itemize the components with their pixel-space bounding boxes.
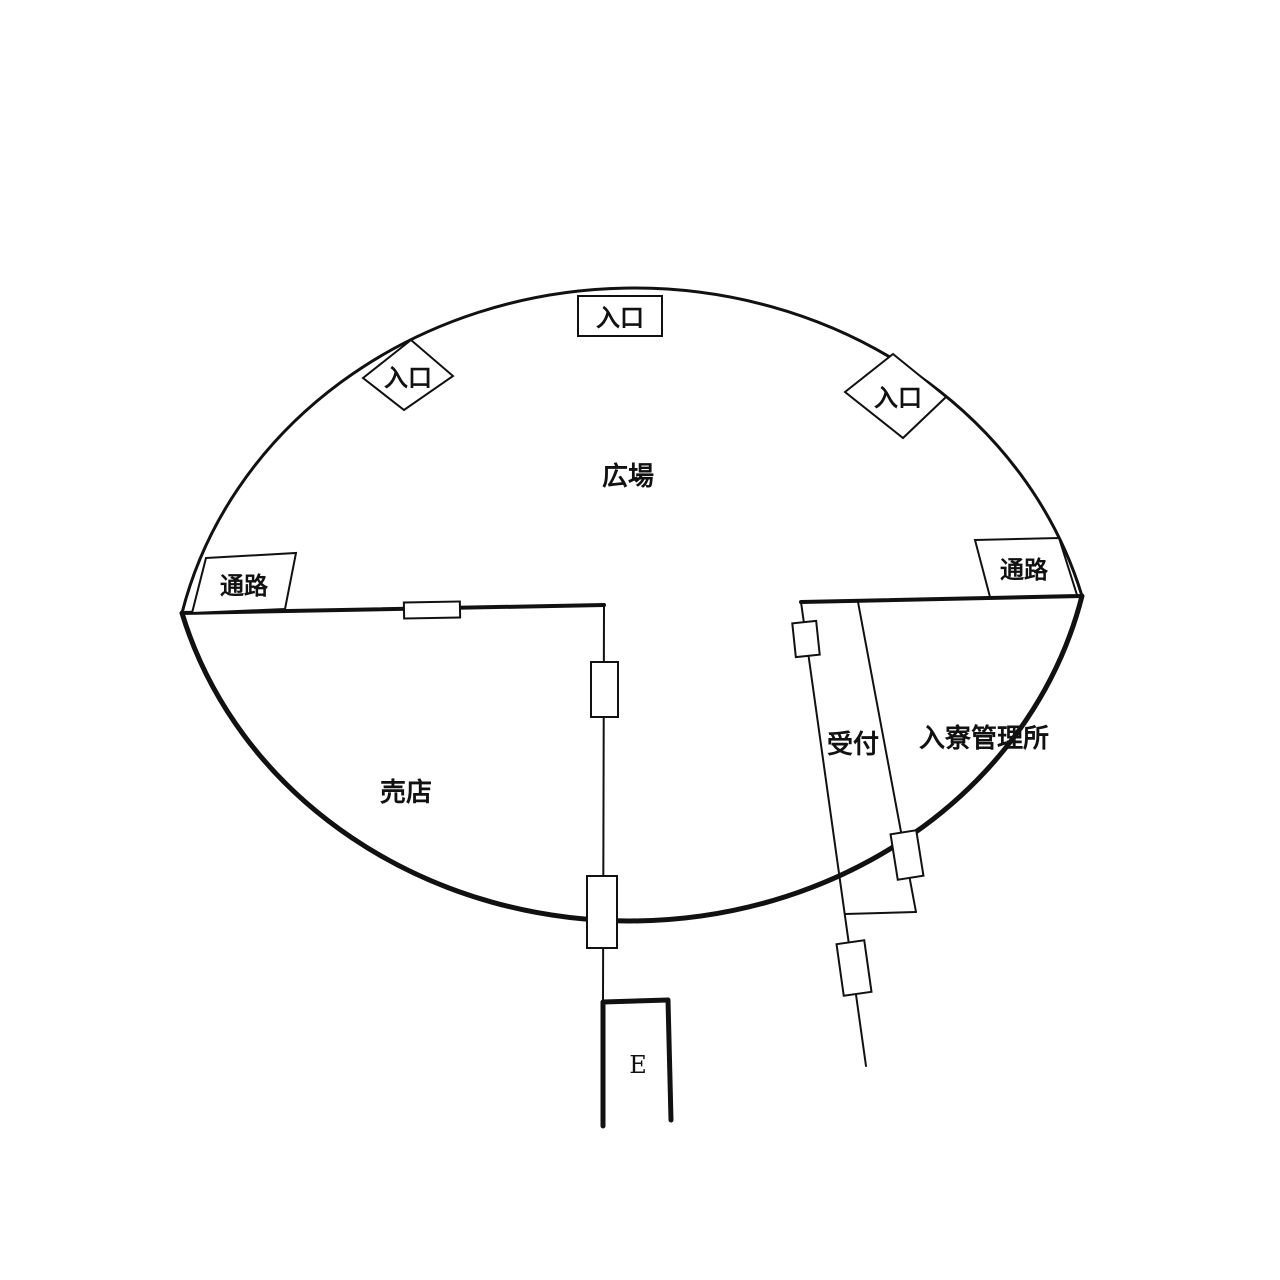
door-reception-lower — [835, 939, 873, 997]
elevator-label: E — [629, 1051, 647, 1079]
entrance-left-label: 入口 — [384, 363, 432, 392]
plaza-label: 広場 — [602, 461, 654, 492]
entrance-top-label: 入口 — [596, 303, 644, 332]
shop-label: 売店 — [380, 778, 432, 808]
door-office-lower — [889, 829, 925, 881]
outer-boundary — [179, 286, 1085, 924]
door-shop-right-upper — [590, 661, 619, 718]
passage-left: 通路 — [190, 551, 298, 615]
door-shop-right-lower — [586, 875, 618, 949]
door-shop-top — [402, 600, 462, 620]
passage-right: 通路 — [973, 536, 1079, 599]
entrance-right-label: 入口 — [874, 383, 922, 412]
elevator-block — [600, 997, 674, 1129]
entrance-top: 入口 — [577, 295, 663, 337]
entrance-left: 入口 — [361, 338, 455, 412]
reception-label: 受付 — [827, 729, 879, 760]
door-reception-top — [791, 619, 821, 659]
passage-left-label: 通路 — [220, 571, 269, 600]
entrance-right: 入口 — [843, 352, 948, 440]
passage-right-label: 通路 — [1000, 555, 1049, 584]
office-label: 入寮管理所 — [919, 723, 1049, 754]
doors — [402, 600, 925, 997]
